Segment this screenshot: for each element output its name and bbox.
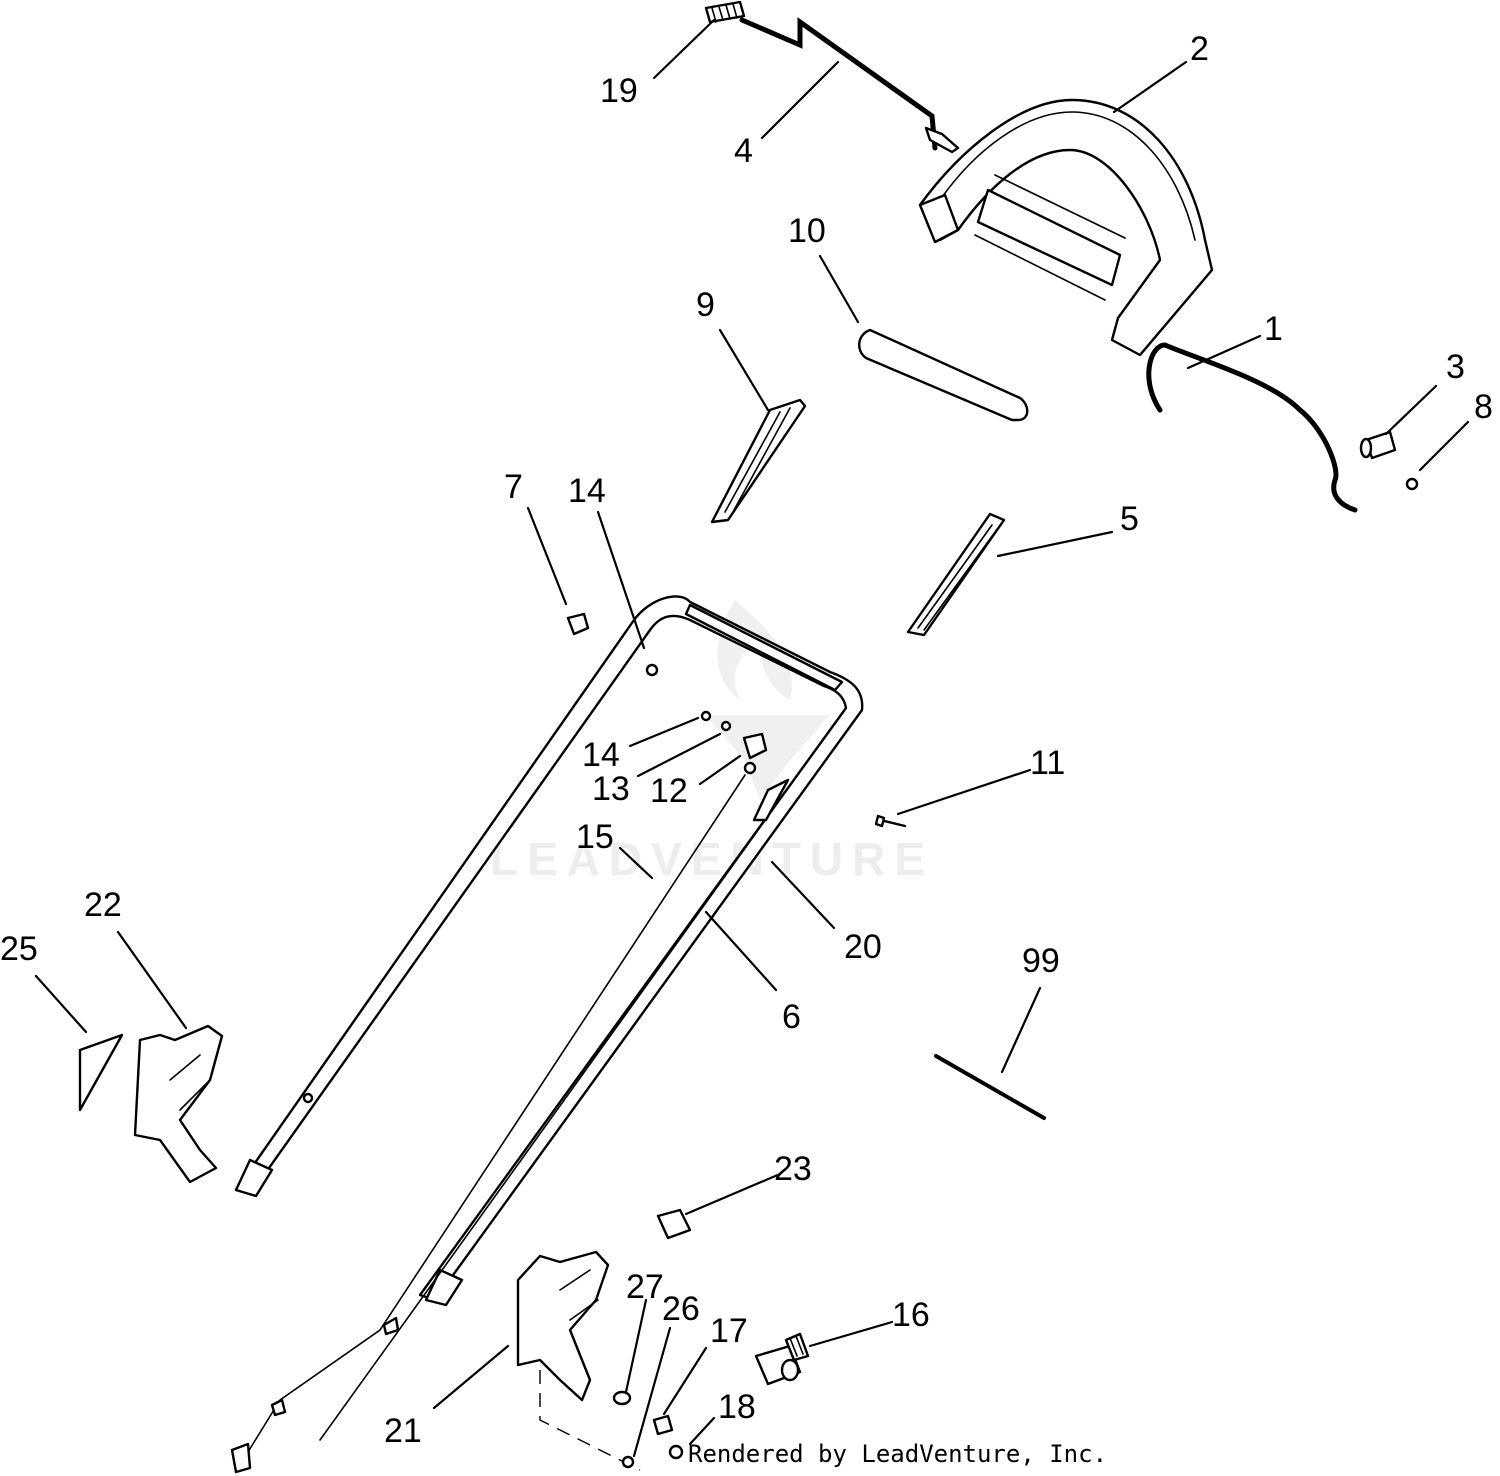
part-3-roller [1359, 430, 1397, 460]
part-4-rod [739, 17, 960, 154]
callout-5: 5 [1120, 500, 1139, 538]
part-11-bolt [874, 814, 907, 828]
callout-15: 15 [576, 818, 614, 856]
callout-18: 18 [718, 1388, 756, 1426]
watermark-text: LEADVENTURE [490, 833, 934, 885]
part-27-washer [612, 1390, 632, 1406]
part-9-clip [710, 398, 807, 524]
callout-12: 12 [650, 772, 688, 810]
part-6-handle-frame [234, 595, 864, 1307]
callout-11: 11 [1030, 744, 1065, 782]
callout-26: 26 [662, 1290, 700, 1328]
part-26-screw [621, 1455, 635, 1469]
callout-22: 22 [84, 886, 122, 924]
callout-14-top: 14 [568, 472, 606, 510]
part-15-cable [230, 774, 746, 1474]
part-17-spacer [652, 1414, 674, 1436]
part-99-tie [934, 1054, 1046, 1120]
part-8-screw [1405, 477, 1419, 491]
callout-2: 2 [1190, 30, 1209, 68]
callout-20: 20 [844, 928, 882, 966]
part-16-lever [754, 1332, 810, 1386]
part-2-upper-handle [918, 98, 1214, 357]
part-19-spring [704, 0, 746, 24]
callout-6: 6 [782, 998, 801, 1036]
part-14-nut-lower [700, 710, 712, 722]
callout-8: 8 [1474, 388, 1493, 426]
part-20-cable [319, 729, 831, 1441]
part-14-nut-upper [645, 663, 659, 677]
part-1-bail [1146, 342, 1358, 513]
callout-4: 4 [734, 132, 753, 170]
part-13-washer [720, 720, 732, 732]
part-12-cable-bracket [742, 732, 768, 775]
callout-9: 9 [696, 286, 715, 324]
callout-14-mid: 14 [582, 736, 620, 774]
callout-3: 3 [1446, 348, 1465, 386]
part-7-knob [566, 612, 590, 636]
callout-13: 13 [592, 770, 630, 808]
part-10-cover [858, 328, 1029, 422]
callout-1: 1 [1264, 310, 1283, 348]
callout-10: 10 [788, 212, 826, 250]
part-23-clip [656, 1208, 692, 1240]
part-22-bracket-left [133, 1024, 224, 1184]
part-21-bracket-right [516, 1250, 641, 1471]
part-5-clip [906, 512, 1006, 637]
callout-25: 25 [0, 930, 38, 968]
callout-16: 16 [892, 1296, 930, 1334]
leader-lines [34, 18, 1470, 1458]
part-18-nut [668, 1444, 684, 1460]
callout-21: 21 [384, 1412, 422, 1450]
part-25-decal [78, 1033, 124, 1112]
callout-27: 27 [626, 1268, 664, 1306]
render-credit: Rendered by LeadVenture, Inc. [688, 1440, 1107, 1468]
callout-17: 17 [710, 1312, 748, 1350]
callout-labels: 19 4 2 10 9 1 3 8 7 14 5 14 13 12 11 15 … [0, 30, 1493, 1450]
callout-7: 7 [504, 468, 523, 506]
callout-99: 99 [1022, 942, 1060, 980]
callout-23: 23 [774, 1150, 812, 1188]
callout-19: 19 [600, 72, 638, 110]
